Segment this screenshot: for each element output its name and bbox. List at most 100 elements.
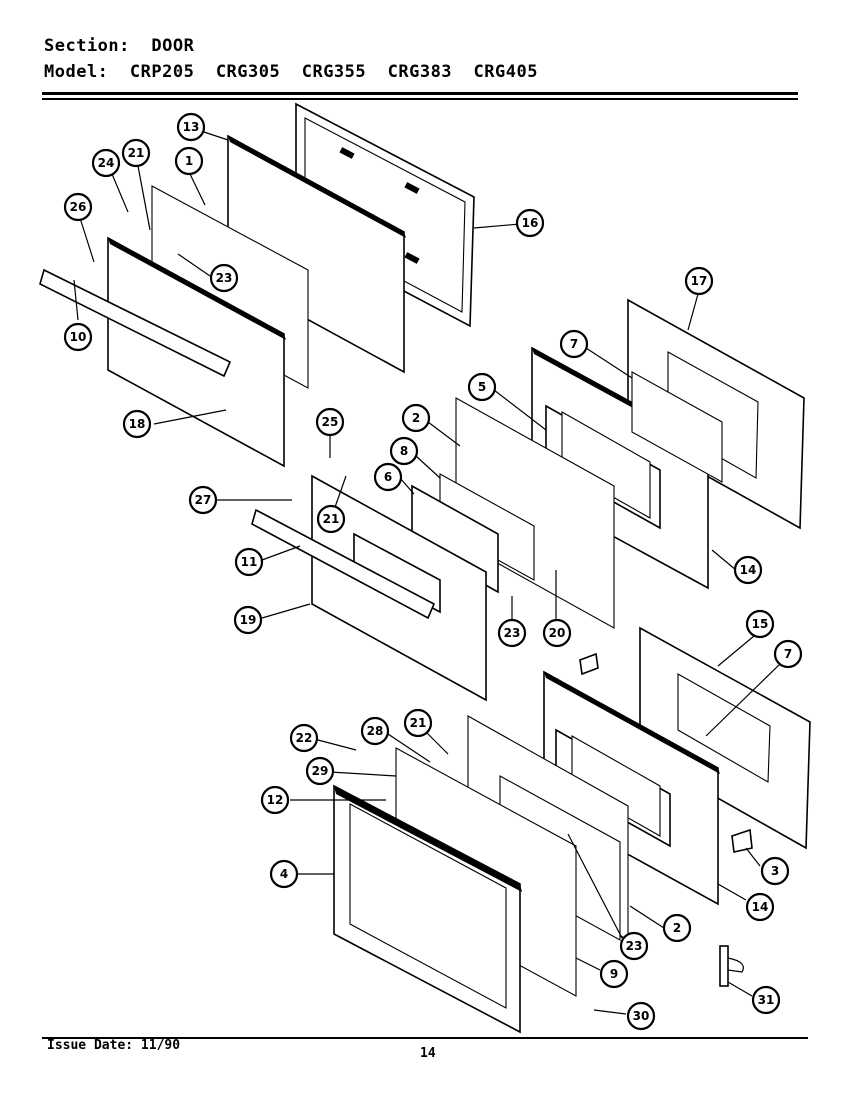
callout: 20 [542,618,572,648]
svg-text:21: 21 [410,716,427,730]
svg-text:13: 13 [183,120,200,134]
callout: 13 [176,112,206,142]
model-label: Model: [44,62,109,82]
svg-text:10: 10 [70,330,87,344]
callout: 2 [401,403,431,433]
svg-text:9: 9 [610,967,618,981]
svg-text:23: 23 [626,939,643,953]
callout: 21 [121,138,151,168]
window-frame-part [555,728,671,848]
glass-part [411,473,535,594]
callout: 15 [745,609,775,639]
door-frame-part [295,102,475,328]
callout: 31 [751,985,781,1015]
window-frame-part [545,404,661,530]
hinge-part [719,945,744,987]
issue-date: Issue Date: 11/90 [47,1038,181,1053]
front-frame-part [333,784,522,1034]
svg-text:14: 14 [752,900,769,914]
svg-text:2: 2 [412,411,420,425]
svg-text:18: 18 [129,417,146,431]
svg-text:27: 27 [195,493,212,507]
callout: 24 [91,148,121,178]
svg-text:7: 7 [784,647,792,661]
section-heading: Section: DOOR [44,36,194,56]
callout: 21 [316,504,346,534]
svg-text:6: 6 [384,470,392,484]
handle-part [251,508,436,620]
page-number: 14 [420,1046,436,1061]
callout: 11 [234,547,264,577]
svg-text:4: 4 [280,867,288,881]
leader-lines [73,131,781,1015]
model-number: CRG355 [301,62,367,82]
callout: 23 [209,263,239,293]
callout: 27 [188,485,218,515]
svg-text:1: 1 [185,154,193,168]
model-number: CRG305 [215,62,281,82]
callout: 2 [662,913,692,943]
callout: 8 [389,436,419,466]
header-rule-thin [42,98,798,100]
footer-rule [42,1037,808,1039]
svg-text:31: 31 [758,993,775,1007]
callout: 1 [174,146,204,176]
callout: 9 [599,959,629,989]
svg-text:16: 16 [522,216,539,230]
svg-text:2: 2 [673,921,681,935]
model-number: CRG383 [387,62,453,82]
handle-part [39,268,232,378]
callout: 19 [233,605,263,635]
model-heading: Model: CRP205 CRG305 CRG355 CRG383 CRG40… [44,62,538,82]
callout: 30 [626,1001,656,1031]
svg-text:8: 8 [400,444,408,458]
svg-text:28: 28 [367,724,384,738]
svg-text:3: 3 [771,864,779,878]
model-number: CRP205 [129,62,195,82]
svg-text:26: 26 [70,200,87,214]
model-number: CRG405 [473,62,538,82]
svg-text:21: 21 [323,512,340,526]
section-label: Section: [44,36,130,56]
callout: 4 [269,859,299,889]
callout: 5 [467,372,497,402]
callout: 21 [403,708,433,738]
svg-text:15: 15 [752,617,769,631]
svg-text:20: 20 [549,626,566,640]
door-frame-part [627,298,805,530]
svg-text:21: 21 [128,146,145,160]
callout: 22 [289,723,319,753]
callout: 12 [260,785,290,815]
callout: 7 [773,639,803,669]
svg-text:23: 23 [216,271,233,285]
callout: 18 [122,409,152,439]
callout: 25 [315,407,345,437]
callout: 14 [745,892,775,922]
callout: 23 [497,618,527,648]
svg-text:11: 11 [241,555,258,569]
callout: 29 [305,756,335,786]
svg-text:5: 5 [478,380,486,394]
callout: 10 [63,322,93,352]
callout: 26 [63,192,93,222]
callout: 17 [684,266,714,296]
callout: 28 [360,716,390,746]
svg-text:17: 17 [691,274,708,288]
svg-text:24: 24 [98,156,115,170]
header-rule-thick [42,92,798,95]
window-glass-part [631,371,723,483]
svg-text:19: 19 [240,613,257,627]
svg-text:12: 12 [267,793,284,807]
callout: 23 [619,931,649,961]
svg-text:29: 29 [312,764,329,778]
svg-text:7: 7 [570,337,578,351]
callout: 3 [760,856,790,886]
svg-text:14: 14 [740,563,757,577]
clip-part [731,828,753,853]
callout: 16 [515,208,545,238]
svg-text:22: 22 [296,731,313,745]
callout: 14 [733,555,763,585]
callout: 6 [373,462,403,492]
svg-text:25: 25 [322,415,339,429]
